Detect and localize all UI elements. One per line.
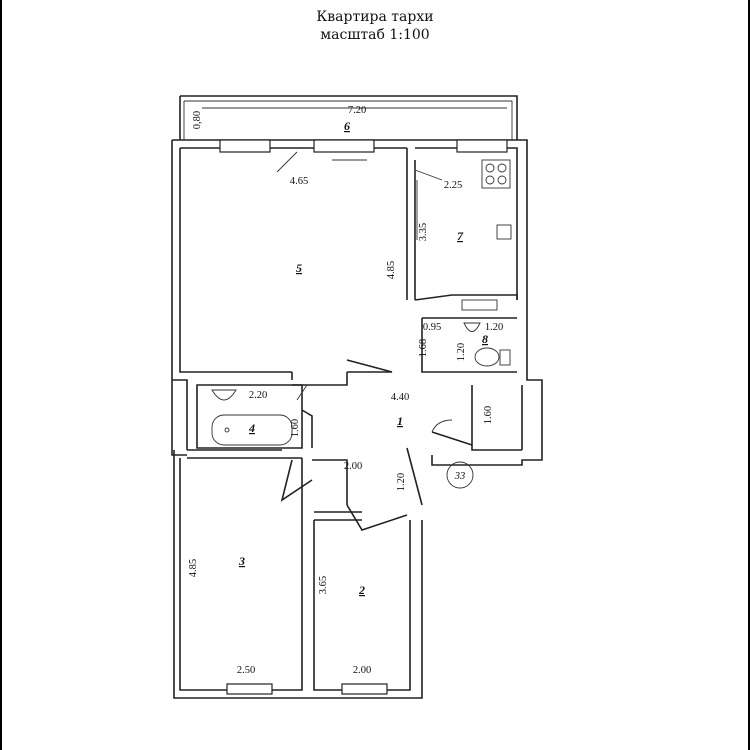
fixtures: [211, 159, 512, 489]
doors: [276, 151, 453, 433]
dim-wc-width-a: 0.95: [423, 322, 441, 333]
dim-corridor-width: 2.00: [344, 461, 362, 472]
interior-walls: [187, 148, 523, 531]
room-number-1: 1: [397, 414, 403, 428]
dim-bath-length: 1.60: [290, 419, 301, 437]
dim-wc-length: 1.20: [456, 343, 467, 361]
dim-closet-length: 1.60: [483, 406, 494, 424]
balcony: [179, 95, 518, 140]
dim-room5-width: 4.65: [290, 176, 308, 187]
burner-icon: [485, 175, 495, 185]
sink-icon: [496, 224, 512, 240]
bathtub-icon: [211, 414, 293, 446]
dim-wc-width-b: 1.20: [485, 322, 503, 333]
toilet-tank-icon: [499, 349, 511, 366]
plan-title: Квартира тархи масштаб 1:100: [2, 8, 748, 44]
dim-room2-width: 2.00: [353, 665, 371, 676]
shelf-icon: [461, 299, 498, 311]
apartment-number-circle: [446, 461, 474, 489]
toilet-icon: [474, 347, 500, 367]
dim-hall-gap: 1.68: [418, 339, 429, 357]
windows: [219, 139, 508, 695]
burner-icon: [485, 163, 495, 173]
drain-icon: [224, 427, 230, 433]
room-number-7: 7: [457, 229, 464, 243]
title-line-2: масштаб 1:100: [320, 27, 430, 43]
dim-kitchen-width: 2.25: [444, 180, 462, 191]
dim-room3-length: 4.85: [188, 559, 199, 577]
stove-icon: [481, 159, 511, 189]
dim-balcony-width: 7.20: [348, 105, 366, 116]
dim-room3-width: 2.50: [237, 665, 255, 676]
dim-room5-length: 4.85: [386, 261, 397, 279]
room-numbers: 1 2 3 4 5 6 7 8 33: [238, 119, 488, 597]
title-line-1: Квартира тархи: [316, 9, 434, 25]
dim-room2-length: 3.65: [318, 576, 329, 594]
room-number-8: 8: [482, 332, 488, 346]
room-number-5: 5: [296, 261, 302, 275]
burner-icon: [497, 163, 507, 173]
room-number-3: 3: [238, 554, 245, 568]
bath-sink-icon: [211, 389, 237, 401]
dim-kitchen-length: 3.35: [418, 223, 429, 241]
dimension-labels: 7.20 0,80 4.65 4.85 2.25 3.35 0.95 1.20 …: [188, 105, 503, 676]
burner-icon: [497, 175, 507, 185]
dim-balcony-depth: 0,80: [192, 111, 203, 129]
apartment-number: 33: [454, 471, 466, 482]
room-number-4: 4: [248, 421, 255, 435]
room-number-6: 6: [344, 119, 350, 133]
washbasin-icon: [463, 322, 481, 332]
room-number-2: 2: [358, 583, 365, 597]
dim-bath-width: 2.20: [249, 390, 267, 401]
dim-hall-width: 4.40: [391, 392, 409, 403]
dim-corridor-length: 1.20: [396, 473, 407, 491]
